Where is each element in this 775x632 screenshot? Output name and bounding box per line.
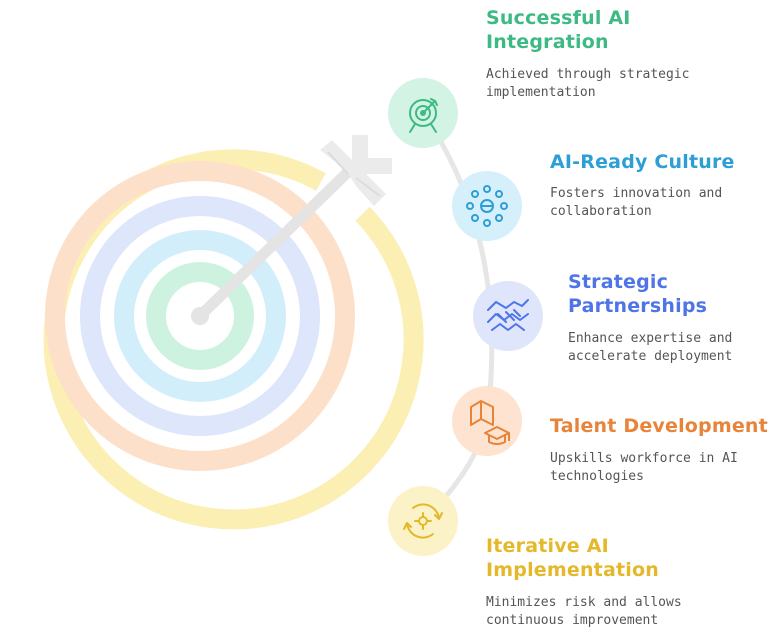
step-title-talent-development: Talent Development <box>550 415 768 437</box>
step-description: Fosters innovation and collaboration <box>550 186 723 219</box>
step-title-ai-ready-culture: AI-Ready Culture <box>550 151 735 173</box>
arrow <box>191 135 392 325</box>
connector-arc <box>420 110 495 524</box>
step-description: Minimizes risk and allows continuous imp… <box>486 595 682 628</box>
target-rings <box>43 149 424 530</box>
step-title-iterative-ai-implementation: Iterative AI Implementation <box>486 535 659 581</box>
handshake-icon <box>487 299 529 331</box>
cycle-icon <box>403 503 443 539</box>
network-icon <box>466 185 508 227</box>
arrow-fletching <box>320 135 392 206</box>
ring-orange <box>45 161 355 471</box>
ring-lightblue <box>114 230 286 402</box>
step-description: Enhance expertise and accelerate deploym… <box>568 331 733 364</box>
step-circle-4 <box>388 486 458 556</box>
step-description: Upskills workforce in AI technologies <box>550 451 738 484</box>
step-title-strategic-partnerships: Strategic Partnerships <box>568 271 708 317</box>
step-title-successful-ai-integration: Successful AI Integration <box>486 7 631 53</box>
graduation-icon <box>470 400 510 445</box>
ring-green <box>146 262 254 370</box>
step-description: Achieved through strategic implementatio… <box>486 67 690 100</box>
ring-blue <box>80 196 320 436</box>
target-icon <box>409 98 438 133</box>
